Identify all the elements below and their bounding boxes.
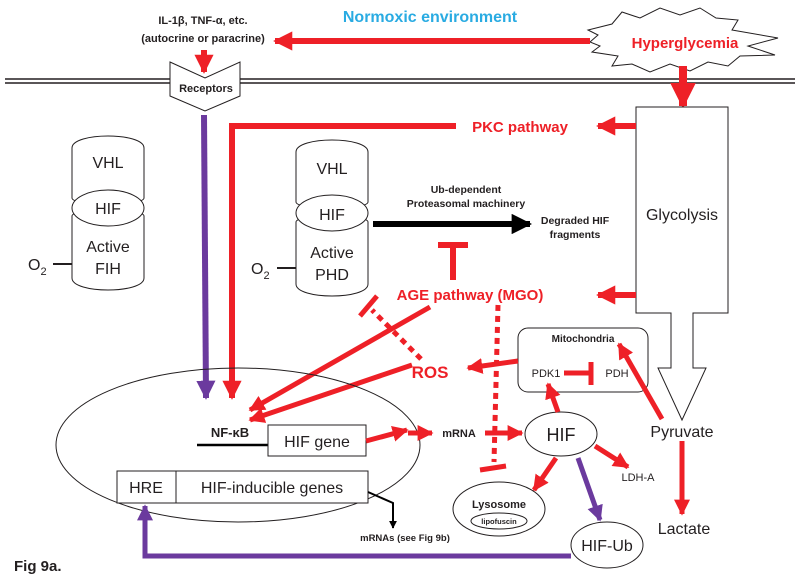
proteasome-label-line1: Ub-dependent bbox=[431, 184, 502, 196]
age-inhibits-lysosome bbox=[479, 304, 507, 473]
cytokines-label: IL-1β, TNF-α, etc. bbox=[158, 15, 247, 27]
arrow-mitochondria-to-ros bbox=[466, 358, 519, 374]
glycolysis-label: Glycolysis bbox=[646, 207, 718, 224]
pkc-pathway-label: PKC pathway bbox=[472, 119, 569, 136]
age-pathway-label: AGE pathway (MGO) bbox=[397, 287, 544, 304]
arrow-age-to-nfkb bbox=[248, 304, 432, 413]
arrow-hif-to-ldha bbox=[593, 443, 630, 470]
hif-ub bbox=[570, 521, 644, 569]
hre-label: HRE bbox=[129, 480, 163, 497]
pdk1-label: PDK1 bbox=[532, 368, 561, 380]
fih-complex-vhl: VHL bbox=[92, 155, 123, 172]
arrow-hif-gene-export bbox=[365, 426, 409, 444]
arrow-pyruvate-to-mitochondria bbox=[616, 342, 665, 421]
receptors-shape bbox=[169, 61, 241, 112]
cytokines-source-label: (autocrine or paracrine) bbox=[141, 33, 265, 45]
arrow-hif-to-hif-ub bbox=[575, 457, 603, 522]
hif-gene-box bbox=[267, 424, 367, 457]
pdh-label: PDH bbox=[605, 368, 628, 380]
nucleus bbox=[55, 367, 421, 523]
fih-complex-active: Active bbox=[86, 239, 130, 256]
glycolysis-block-arrow bbox=[635, 106, 729, 422]
hre-box bbox=[116, 470, 177, 504]
hif-gene-label: HIF gene bbox=[284, 434, 350, 451]
fih-complex-hif: HIF bbox=[95, 201, 121, 218]
oxygen-label-phd: O2 bbox=[251, 261, 270, 282]
nfkb-label: NF-κB bbox=[211, 425, 249, 440]
fih-complex-fih: FIH bbox=[95, 261, 121, 278]
pyruvate-label: Pyruvate bbox=[650, 424, 713, 441]
arrow-pkc-to-nfkb bbox=[222, 123, 456, 400]
phd-complex-vhl: VHL bbox=[316, 161, 347, 178]
ldha-label: LDH-A bbox=[621, 472, 655, 484]
hif-protein-label: HIF bbox=[547, 425, 576, 445]
mrna-label: mRNA bbox=[442, 428, 476, 440]
arrow-hif-to-lysosome bbox=[531, 456, 559, 492]
degraded-hif-label-line2: fragments bbox=[550, 229, 601, 241]
mitochondria-box bbox=[517, 327, 649, 393]
hif-protein bbox=[524, 411, 598, 457]
phd-complex-hif: HIF bbox=[319, 207, 345, 224]
hyperglycemia-label: Hyperglycemia bbox=[632, 35, 739, 52]
phd-complex-active: Active bbox=[310, 245, 354, 262]
pdk1-inhibits-pdh bbox=[564, 362, 594, 385]
oxygen-label-fih: O2 bbox=[28, 257, 47, 278]
arrow-hif-to-pdk1 bbox=[545, 382, 561, 413]
receptors-label: Receptors bbox=[179, 83, 233, 95]
lysosome-label: Lysosome bbox=[472, 499, 526, 511]
lipofuscin-label: lipofuscin bbox=[481, 517, 517, 526]
hif-inducible-genes-label: HIF-inducible genes bbox=[201, 480, 343, 497]
hyperglycemia-burst bbox=[586, 7, 779, 73]
lactate-label: Lactate bbox=[658, 521, 711, 538]
lipofuscin bbox=[470, 512, 528, 530]
cell-membrane bbox=[5, 78, 795, 84]
environment-title: Normoxic environment bbox=[343, 9, 518, 26]
complex-vhl-hif-fih bbox=[71, 135, 145, 291]
hif-inducible-genes-box bbox=[175, 470, 369, 504]
complex-vhl-hif-phd bbox=[295, 139, 369, 297]
phd-complex-phd: PHD bbox=[315, 267, 349, 284]
arrow-ros-to-nfkb bbox=[248, 362, 413, 423]
hif-ub-label: HIF-Ub bbox=[581, 538, 633, 555]
ros-label: ROS bbox=[412, 363, 449, 382]
figure-label: Fig 9a. bbox=[14, 558, 62, 575]
age-inhibits-degradation bbox=[438, 242, 468, 280]
mitochondria-label: Mitochondria bbox=[552, 334, 615, 345]
proteasome-label-line2: Proteasomal machinery bbox=[407, 198, 526, 210]
ros-inhibits-phd bbox=[358, 294, 423, 361]
degraded-hif-label-line1: Degraded HIF bbox=[541, 215, 610, 227]
mrnas-note: mRNAs (see Fig 9b) bbox=[360, 533, 450, 544]
arrow-hif-ub-to-hre bbox=[136, 504, 571, 559]
arrow-receptors-to-nfkb bbox=[196, 114, 216, 400]
arrow-genes-to-mrnas bbox=[367, 491, 397, 529]
